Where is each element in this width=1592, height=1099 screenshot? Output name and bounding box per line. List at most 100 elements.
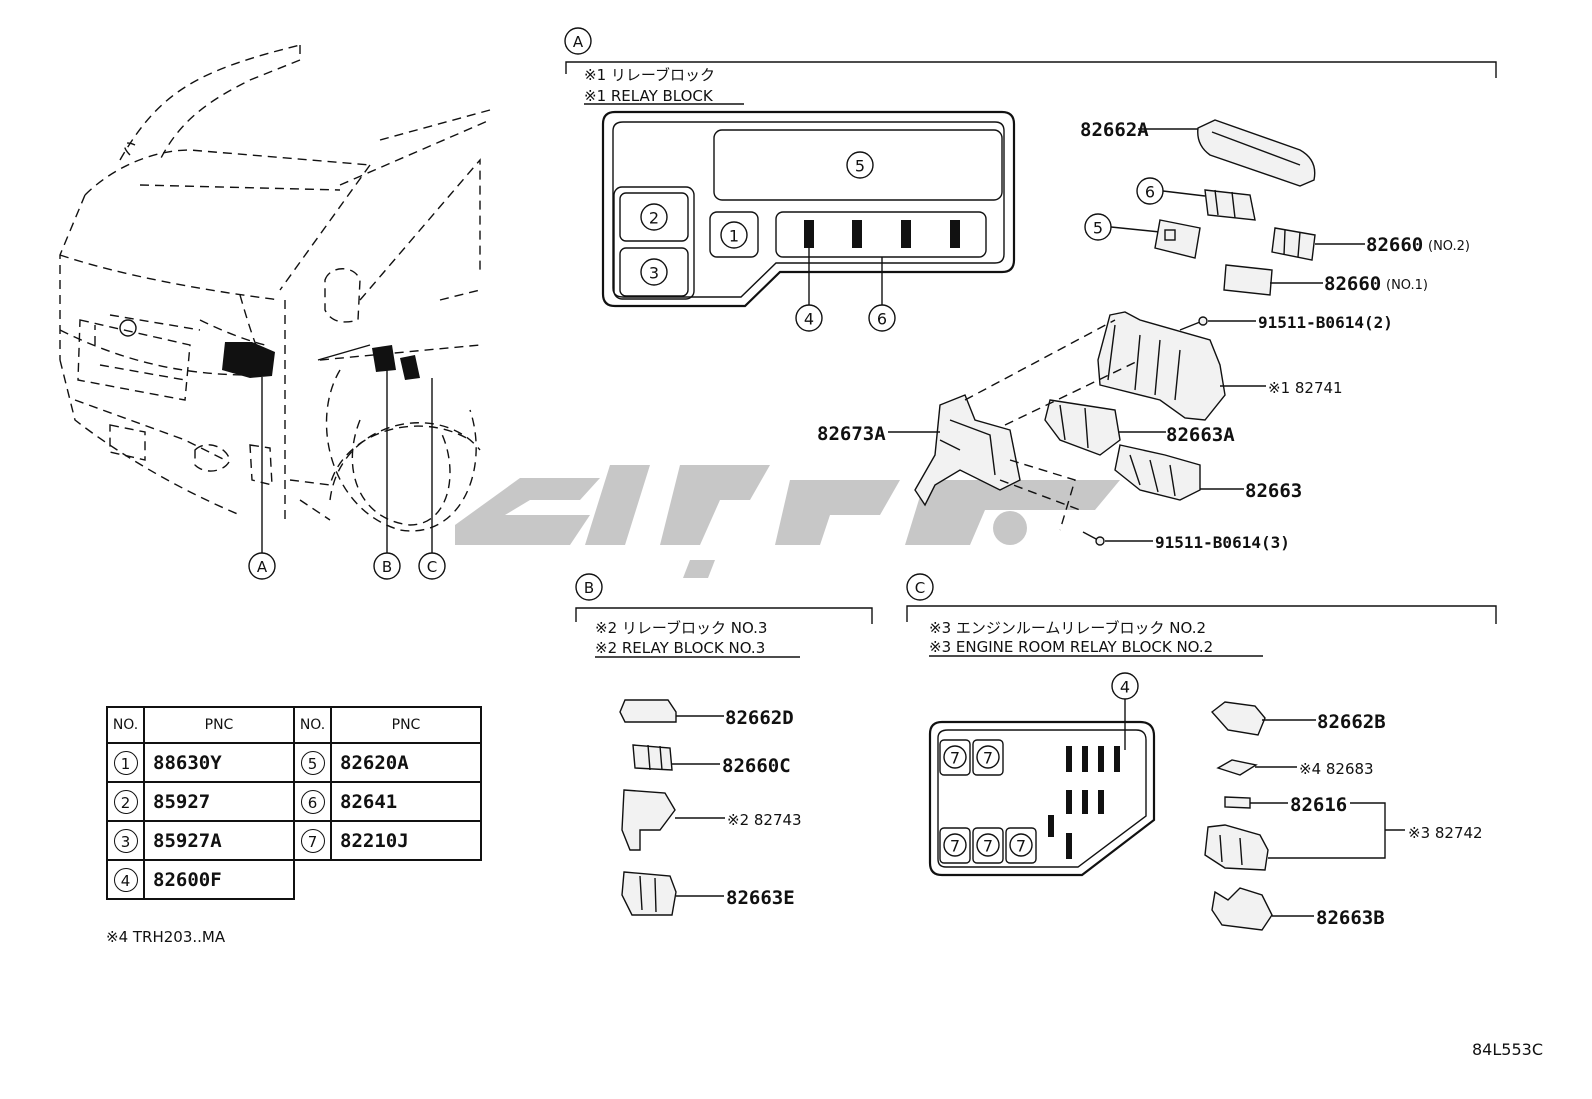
vehicle-callout-a: A — [248, 552, 276, 580]
label-82742: ※3 82742 — [1408, 824, 1483, 842]
label-82683: ※4 82683 — [1299, 760, 1374, 778]
block-pos-2: 2 — [649, 209, 659, 228]
section-c-note-en: ※3 ENGINE ROOM RELAY BLOCK NO.2 — [929, 638, 1213, 656]
pnc-cell: 82620A — [330, 742, 482, 783]
block-c-pos-4: 4 — [1120, 678, 1130, 697]
pnc-cell: 82600F — [143, 859, 295, 900]
drawing-code: 84L553C — [1472, 1040, 1543, 1059]
fuse-slot-7-group: 7 7 7 7 7 — [939, 739, 1037, 864]
svg-text:7: 7 — [983, 837, 993, 856]
part-exploded-6: 6 — [1136, 177, 1256, 221]
section-a: A ※1 リレーブロック ※1 RELAY BLOCK 5 2 3 1 — [564, 27, 1497, 552]
part-82660-no2: 82660 (NO.2) — [1271, 227, 1470, 261]
qualifier-no2: (NO.2) — [1428, 239, 1470, 254]
part-82663e: 82663E — [621, 871, 795, 916]
qualifier-no1: (NO.1) — [1386, 278, 1428, 293]
section-b: B ※2 リレーブロック NO.3 ※2 RELAY BLOCK NO.3 82… — [575, 573, 873, 916]
watermark-logo — [455, 465, 1120, 578]
table-row: 4 82600F — [106, 859, 481, 900]
label-82660-no2: 82660 — [1366, 234, 1423, 256]
label-82673a: 82673A — [817, 423, 886, 445]
pnc-table: NO. PNC NO. PNC 1 88630Y 5 82620A 2 8592… — [106, 706, 482, 900]
svg-text:7: 7 — [1016, 837, 1026, 856]
label-82663a: 82663A — [1166, 424, 1235, 446]
part-82660c: 82660C — [632, 744, 791, 777]
row-number: 7 — [300, 828, 325, 853]
pnc-cell: 85927 — [143, 781, 295, 822]
table-row: 3 85927A 7 82210J — [106, 820, 482, 861]
pnc-cell: 85927A — [143, 820, 295, 861]
label-82743: ※2 82743 — [727, 811, 802, 829]
row-number: 1 — [113, 750, 138, 775]
block-pos-4: 4 — [804, 310, 814, 329]
label-82663b: 82663B — [1316, 907, 1385, 929]
block-pos-1: 1 — [729, 227, 739, 246]
section-b-note-jp: ※2 リレーブロック NO.3 — [595, 619, 767, 637]
svg-text:A: A — [257, 558, 268, 576]
label-91511-b0614-3: 91511-B0614(3) — [1155, 533, 1290, 552]
label-82660c: 82660C — [722, 755, 791, 777]
row-number: 4 — [113, 867, 138, 892]
section-c: C ※3 エンジンルームリレーブロック NO.2 ※3 ENGINE ROOM … — [906, 573, 1497, 931]
part-82663b: 82663B — [1211, 887, 1385, 931]
label-91511-b0614-2: 91511-B0614(2) — [1258, 313, 1393, 332]
col-header-no: NO. — [106, 706, 145, 744]
svg-text:7: 7 — [950, 837, 960, 856]
table-row: 1 88630Y 5 82620A — [106, 742, 482, 783]
svg-text:7: 7 — [983, 749, 993, 768]
section-c-note-jp: ※3 エンジンルームリレーブロック NO.2 — [929, 619, 1206, 637]
section-b-note-en: ※2 RELAY BLOCK NO.3 — [595, 639, 765, 657]
part-82663: 82663 — [1114, 444, 1302, 502]
col-header-pnc: PNC — [143, 706, 295, 744]
block-pos-6: 6 — [877, 310, 887, 329]
svg-text:B: B — [382, 558, 392, 576]
svg-text:C: C — [427, 558, 437, 576]
svg-text:6: 6 — [1145, 183, 1155, 202]
part-82660-no1: 82660 (NO.1) — [1223, 264, 1428, 296]
part-exploded-5: 5 — [1084, 213, 1201, 259]
section-a-callout: A — [573, 33, 584, 51]
section-c-callout: C — [915, 579, 925, 597]
part-82663a: 82663A — [1044, 399, 1235, 456]
footnote: ※4 TRH203..MA — [106, 928, 226, 946]
label-82616: 82616 — [1290, 794, 1347, 816]
relay-block-layout: 5 2 3 1 4 6 — [601, 110, 1016, 332]
row-number: 5 — [300, 750, 325, 775]
label-82663: 82663 — [1245, 480, 1302, 502]
pnc-cell: 88630Y — [143, 742, 295, 783]
part-82742: ※3 82742 — [1204, 824, 1483, 871]
vehicle-illustration — [59, 44, 491, 553]
part-82662d: 82662D — [619, 699, 794, 729]
row-number: 2 — [113, 789, 138, 814]
label-82660-no1: 82660 — [1324, 273, 1381, 295]
section-a-note-jp: ※1 リレーブロック — [584, 66, 715, 84]
empty-cell — [294, 860, 481, 899]
section-a-note-en: ※1 RELAY BLOCK — [584, 87, 714, 105]
svg-text:7: 7 — [950, 749, 960, 768]
section-a-callout-circle — [564, 27, 592, 55]
label-82662a: 82662A — [1080, 119, 1149, 141]
col-header-pnc-2: PNC — [330, 706, 482, 744]
block-pos-3: 3 — [649, 264, 659, 283]
part-82616: 82616 — [1224, 794, 1405, 859]
svg-text:5: 5 — [1093, 219, 1103, 238]
part-82673a: 82673A — [817, 319, 1141, 531]
label-82663e: 82663E — [726, 887, 795, 909]
table-row: 2 85927 6 82641 — [106, 781, 482, 822]
pnc-cell: 82210J — [330, 820, 482, 861]
part-82683: ※4 82683 — [1216, 759, 1374, 778]
label-82662b: 82662B — [1317, 711, 1386, 733]
row-number: 3 — [113, 828, 138, 853]
table-header-row: NO. PNC NO. PNC — [106, 706, 482, 744]
vehicle-callout-c: C — [418, 552, 446, 580]
block-pos-5: 5 — [855, 157, 865, 176]
row-number: 6 — [300, 789, 325, 814]
part-82662b: 82662B — [1210, 701, 1386, 736]
label-82662d: 82662D — [725, 707, 794, 729]
section-b-callout: B — [584, 579, 594, 597]
part-82662a: 82662A — [1080, 119, 1316, 187]
part-91511-b0614-3: 91511-B0614(3) — [1082, 531, 1290, 552]
part-82741: ※1 82741 — [1097, 311, 1343, 421]
vehicle-callout-b: B — [373, 552, 401, 580]
